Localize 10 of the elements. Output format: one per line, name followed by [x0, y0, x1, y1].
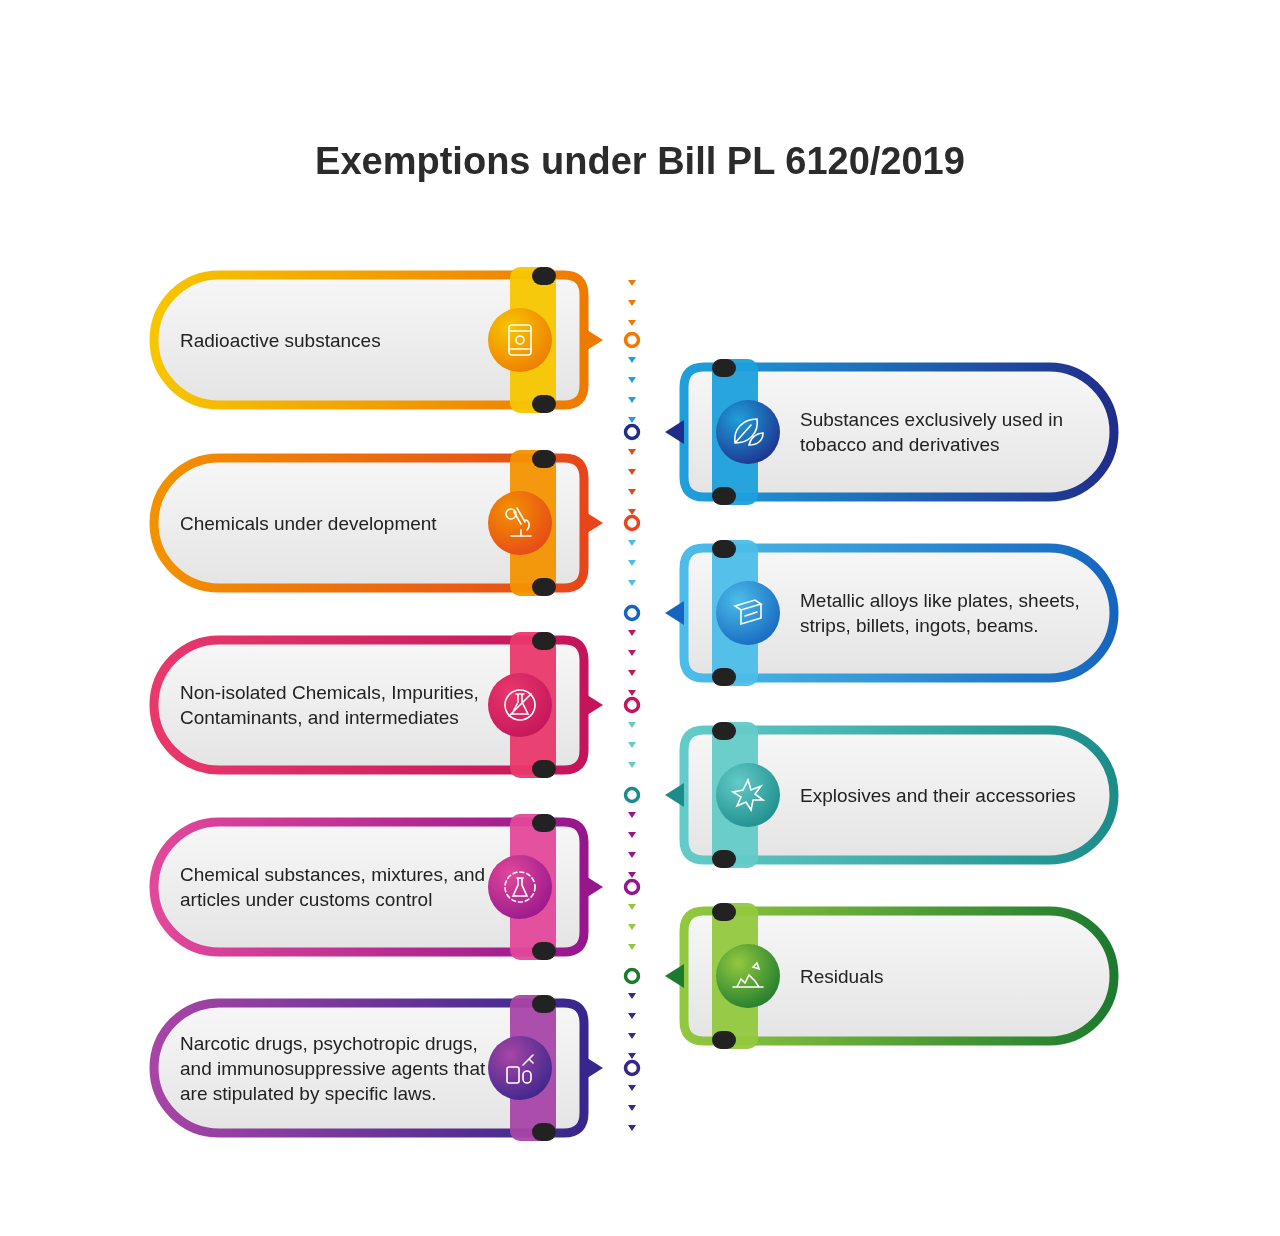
title: Exemptions under Bill PL 6120/2019 [315, 140, 965, 183]
card-text: Chemicals under development [180, 511, 437, 536]
card-text: Residuals [800, 964, 884, 989]
card-text: Chemical substances, mixtures, and articles under customs control [180, 863, 487, 912]
card-text: Narcotic drugs, psychotropic drugs, and immunosuppressive agents that are stipulated by specific laws. [180, 1031, 487, 1106]
card-text: Radioactive substances [180, 328, 381, 353]
card-text: Metallic alloys like plates, sheets, strips, billets, ingots, beams. [800, 589, 1081, 638]
card-text: Substances exclusively used in tobacco and derivatives [800, 408, 1064, 457]
card-text: Explosives and their accessories [800, 783, 1076, 808]
card-text: Non-isolated Chemicals, Impurities, Contaminants, and intermediates [180, 681, 480, 730]
